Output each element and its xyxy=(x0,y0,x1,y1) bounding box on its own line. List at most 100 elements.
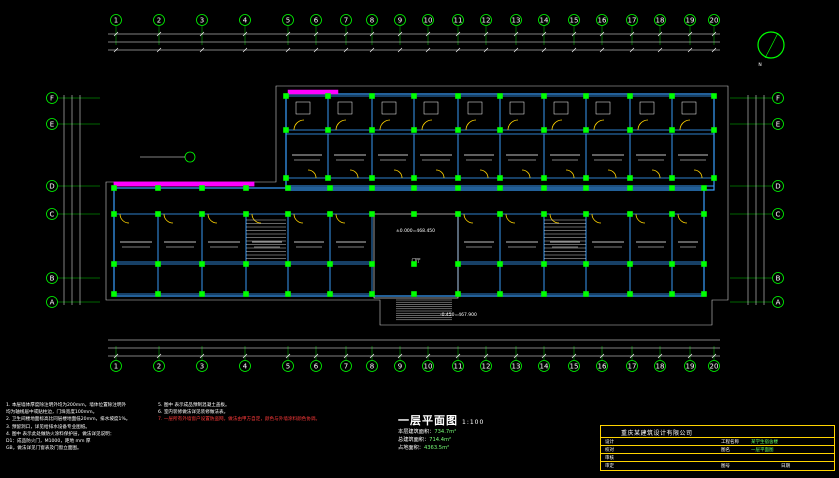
column xyxy=(701,291,707,297)
dim-tick xyxy=(657,31,663,37)
room-upper-dorm xyxy=(499,133,545,179)
dim-tick xyxy=(711,353,717,359)
column xyxy=(701,211,707,217)
dim-tick xyxy=(541,47,547,53)
column xyxy=(199,291,205,297)
axis-bubble xyxy=(196,360,208,372)
fixture xyxy=(639,101,655,115)
room-upper-bath xyxy=(327,95,373,131)
tb-row xyxy=(601,445,834,446)
column xyxy=(583,127,589,133)
dim-tick xyxy=(313,31,319,37)
dim-tick xyxy=(397,31,403,37)
axis-bubble xyxy=(46,272,58,284)
dim-tick xyxy=(629,353,635,359)
axis-label: F xyxy=(50,95,54,103)
room-lower-bath xyxy=(499,263,545,295)
door-swing xyxy=(307,169,317,179)
dim-tick xyxy=(113,31,119,37)
axis-bubble xyxy=(452,360,464,372)
column xyxy=(369,185,375,191)
axis-bubble xyxy=(772,208,784,220)
door-swing xyxy=(505,213,516,224)
room-upper-bath xyxy=(457,95,501,131)
room-upper-dorm xyxy=(327,133,373,179)
axis-label: B xyxy=(776,275,781,283)
room-lower-dorm xyxy=(457,213,501,263)
axis-bubble xyxy=(239,360,251,372)
axis-bubble xyxy=(153,14,165,26)
axis-label: 12 xyxy=(482,17,491,25)
dim-tick xyxy=(113,353,119,359)
axis-bubble xyxy=(340,14,352,26)
column xyxy=(669,291,675,297)
column xyxy=(711,175,717,181)
column xyxy=(369,175,375,181)
dim-tick xyxy=(156,31,162,37)
dim-tick xyxy=(425,47,431,53)
axis-bubble xyxy=(310,14,322,26)
axis-bubble xyxy=(538,360,550,372)
column xyxy=(669,261,675,267)
door-swing xyxy=(421,119,433,131)
axis-label: 18 xyxy=(656,363,665,371)
dim-tick xyxy=(629,47,635,53)
elevation-note: ±0.000=468.450 xyxy=(396,228,435,234)
axis-bubble xyxy=(596,14,608,26)
tb-cell: 工程名称 xyxy=(721,440,739,445)
accent-band xyxy=(113,181,255,187)
door-swing xyxy=(507,119,519,131)
dim-tick xyxy=(199,47,205,53)
room-upper-dorm xyxy=(285,133,329,179)
column xyxy=(155,261,161,267)
note-line: 5. 图中 表示成品预制混凝土盖板。 xyxy=(158,403,230,408)
drawing-scale: 1:100 xyxy=(462,419,485,426)
note-line: 均为轴线居中或贴柱边，门垛宽度100mm。 xyxy=(6,410,98,416)
dim-tick xyxy=(657,47,663,53)
dim-tick xyxy=(156,47,162,53)
column xyxy=(497,291,503,297)
column xyxy=(541,211,547,217)
axis-label: 14 xyxy=(540,17,549,25)
door-swing xyxy=(549,213,560,224)
axis-label: E xyxy=(776,121,780,129)
axis-label: C xyxy=(50,211,55,219)
column xyxy=(243,211,249,217)
axis-bubble xyxy=(239,14,251,26)
door-swing xyxy=(635,213,646,224)
axis-label: 7 xyxy=(344,363,348,371)
axis-label: A xyxy=(50,299,55,307)
dim-tick xyxy=(313,47,319,53)
tb-cell: 校对 xyxy=(605,448,614,453)
door-swing xyxy=(651,169,661,179)
lobby-outline xyxy=(373,213,459,299)
axis-bubble xyxy=(708,360,720,372)
dim-tick xyxy=(513,47,519,53)
axis-label: 18 xyxy=(656,17,665,25)
column xyxy=(669,175,675,181)
axis-label: D xyxy=(49,183,54,191)
column xyxy=(285,261,291,267)
column xyxy=(325,127,331,133)
tb-cell: 图号 xyxy=(721,464,730,469)
column xyxy=(627,93,633,99)
stat-value: 714.4m² xyxy=(429,437,452,443)
column xyxy=(627,211,633,217)
door-swing xyxy=(565,169,575,179)
axis-bubble xyxy=(596,360,608,372)
design-notes-left: 1. 本层墙体厚度除注明外均为200mm，墙体位置除注明外 均为轴线居中或贴柱边… xyxy=(6,402,156,452)
column xyxy=(711,127,717,133)
axis-label: 19 xyxy=(686,17,695,25)
dim-tick xyxy=(199,31,205,37)
note-line: 4. 图中 表示此处做防火涂料保护层，做法详见说明： xyxy=(6,431,115,437)
column xyxy=(411,127,417,133)
column xyxy=(199,185,205,191)
axis-label: 16 xyxy=(598,17,607,25)
north-label: N xyxy=(758,62,761,68)
fixture xyxy=(467,101,483,115)
column xyxy=(285,211,291,217)
axis-label: 12 xyxy=(482,363,491,371)
fixture xyxy=(423,101,439,115)
column xyxy=(327,211,333,217)
axis-bubble xyxy=(480,14,492,26)
